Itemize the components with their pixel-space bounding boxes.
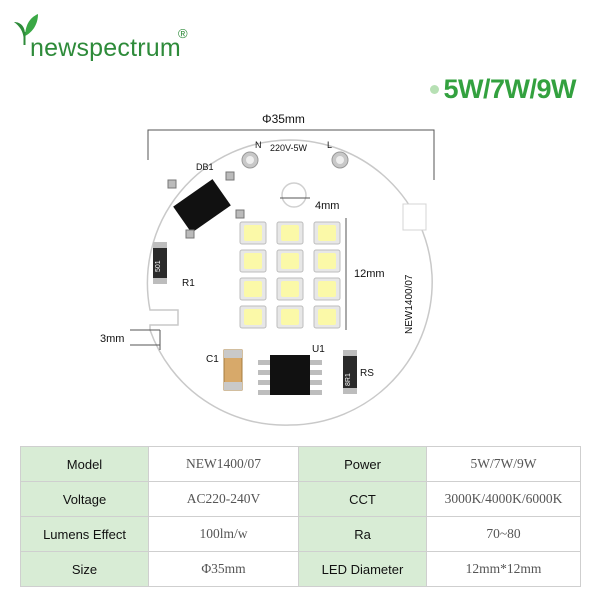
led-phosphor: [318, 309, 336, 325]
hole-size-label: 4mm: [315, 200, 340, 212]
spec-value: AC220-240V: [148, 481, 299, 517]
spec-value: Φ35mm: [148, 551, 299, 587]
spec-value: 100lm/w: [148, 516, 299, 552]
registered-mark: ®: [178, 26, 188, 41]
silk-db1: DB1: [196, 162, 214, 172]
spec-key: Model: [20, 446, 149, 482]
silk-n: N: [255, 140, 262, 150]
led-array: [239, 221, 341, 329]
notch-label: 3mm: [100, 333, 125, 345]
center-hole: [281, 182, 307, 208]
silk-u1: U1: [312, 344, 325, 355]
spec-key: LED Diameter: [298, 551, 427, 587]
silk-l: L: [327, 140, 333, 150]
pcb-illustration: Φ35mm 4mm 12mm 3mm N L 220V-5W DB1 R1 50…: [0, 100, 600, 440]
power-tag-text: 5W/7W/9W: [443, 74, 576, 104]
diameter-label: Φ35mm: [262, 112, 305, 126]
silk-r1: R1: [182, 278, 195, 289]
pcb-drawing: [130, 129, 435, 426]
spec-key: CCT: [298, 481, 427, 517]
brand-logo: newspectrum ®: [8, 8, 208, 68]
led-phosphor: [318, 281, 336, 297]
bullet-dot-icon: [430, 85, 440, 94]
power-tag: 5W/7W/9W: [430, 74, 576, 105]
bridge-rectifier: [167, 171, 245, 239]
leaf-sprout-icon: [14, 14, 38, 45]
diameter-dimension-line: [147, 129, 435, 180]
led-phosphor: [318, 253, 336, 269]
led-phosphor: [244, 253, 262, 269]
rs-code: 8R1: [345, 373, 352, 386]
spec-value: 12mm*12mm: [426, 551, 581, 587]
spec-value: NEW1400/07: [148, 446, 299, 482]
led-phosphor: [244, 281, 262, 297]
led-phosphor: [244, 309, 262, 325]
silk-rs: RS: [360, 368, 374, 379]
driver-ic-u1: [258, 355, 322, 395]
led-phosphor: [281, 253, 299, 269]
resistor-r1: [153, 247, 167, 279]
spec-key: Ra: [298, 516, 427, 552]
spec-value: 5W/7W/9W: [426, 446, 581, 482]
brand-name: newspectrum: [30, 34, 181, 62]
silk-c1: C1: [206, 354, 219, 365]
led-phosphor: [281, 225, 299, 241]
spec-key: Lumens Effect: [20, 516, 149, 552]
silk-model: NEW1400/07: [404, 274, 415, 334]
led-phosphor: [281, 281, 299, 297]
spec-key: Size: [20, 551, 149, 587]
spec-value: 70~80: [426, 516, 581, 552]
r1-code: 501: [155, 260, 162, 272]
notch-dimension-line: [130, 329, 161, 350]
led-phosphor: [244, 225, 262, 241]
spec-key: Voltage: [20, 481, 149, 517]
silk-voltage: 220V-5W: [270, 143, 308, 153]
capacitor-c1: [223, 349, 243, 391]
spec-key: Power: [298, 446, 427, 482]
spec-value: 3000K/4000K/6000K: [426, 481, 581, 517]
led-phosphor: [281, 309, 299, 325]
led-phosphor: [318, 225, 336, 241]
sense-resistor: [343, 355, 357, 389]
led-area-label: 12mm: [354, 268, 385, 280]
